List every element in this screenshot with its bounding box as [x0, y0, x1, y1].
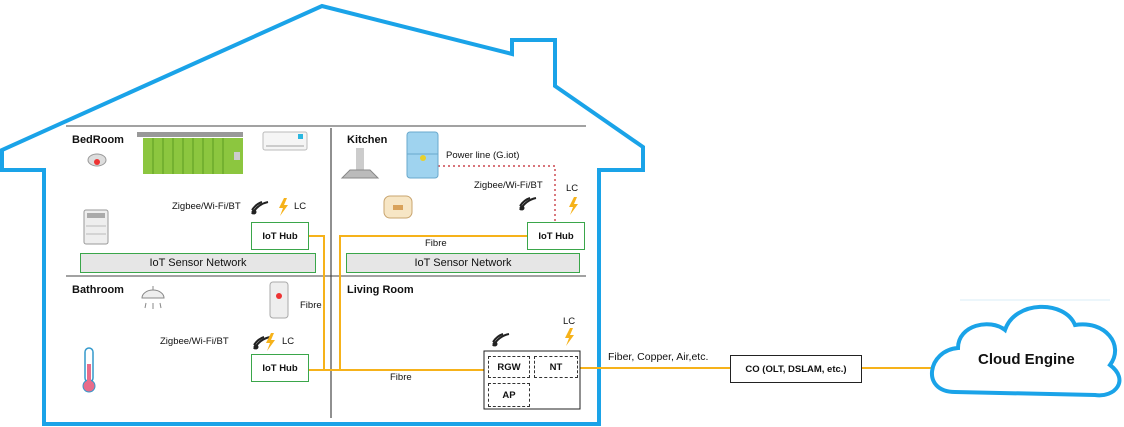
- iot-hub-bathroom: IoT Hub: [251, 354, 309, 382]
- shower-icon: [141, 286, 165, 309]
- powerline-dotted: [438, 165, 556, 223]
- fibre-lines: [308, 235, 940, 371]
- house-outline: [0, 3, 645, 426]
- kitchen-powerline-label: Power line (G.iot): [446, 150, 520, 161]
- fibre-label-bathroom: Fibre: [300, 300, 322, 311]
- ap-box: AP: [488, 383, 530, 407]
- wifi-icon: [492, 333, 510, 347]
- thermometer-icon: [82, 347, 96, 393]
- iot-hub-bedroom: IoT Hub: [251, 222, 309, 250]
- lightning-icon: [565, 328, 574, 346]
- bedroom-lc-label: LC: [294, 201, 307, 212]
- bathroom-lc-label: LC: [282, 336, 295, 347]
- rgw-box: RGW: [488, 356, 530, 378]
- room-title-bathroom: Bathroom: [72, 284, 124, 296]
- iot-sensor-network-bedroom: IoT Sensor Network: [80, 253, 316, 273]
- lightning-icon: [279, 198, 288, 216]
- bathroom-wireless-label: Zigbee/Wi-Fi/BT: [160, 336, 229, 347]
- iot-sensor-network-kitchen: IoT Sensor Network: [346, 253, 580, 273]
- room-title-kitchen: Kitchen: [347, 134, 388, 146]
- bedroom-wireless-label: Zigbee/Wi-Fi/BT: [172, 201, 241, 212]
- wifi-icon: [251, 201, 269, 215]
- kitchen-lc-label: LC: [566, 183, 579, 194]
- room-title-living-room: Living Room: [347, 284, 414, 296]
- range-hood-icon: [340, 148, 380, 179]
- rice-cooker-icon: [383, 195, 413, 219]
- cloud-engine-label: Cloud Engine: [978, 351, 1075, 368]
- room-title-bedroom: BedRoom: [72, 134, 124, 146]
- curtain-icon: [137, 132, 243, 174]
- co-box: CO (OLT, DSLAM, etc.): [730, 355, 862, 383]
- wifi-icon: [519, 197, 537, 211]
- kitchen-wireless-label: Zigbee/Wi-Fi/BT: [474, 180, 543, 191]
- air-purifier-icon: [83, 209, 109, 245]
- living-lc-label: LC: [563, 316, 576, 327]
- lightning-icon: [569, 197, 578, 215]
- fibre-label-living: Fibre: [390, 372, 412, 383]
- refrigerator-icon: [406, 131, 439, 179]
- cloud-shape: [929, 304, 1122, 398]
- wifi-icon: [253, 336, 271, 350]
- iot-hub-kitchen: IoT Hub: [527, 222, 585, 250]
- smoke-detector-icon: [87, 153, 107, 167]
- fibre-label-kitchen: Fibre: [425, 238, 447, 249]
- water-heater-icon: [269, 281, 289, 319]
- air-conditioner-icon: [262, 131, 308, 151]
- lightning-icon: [266, 333, 275, 351]
- nt-box: NT: [534, 356, 578, 378]
- access-media-label: Fiber, Copper, Air,etc.: [608, 351, 709, 363]
